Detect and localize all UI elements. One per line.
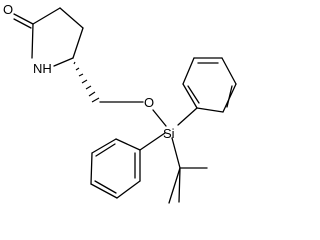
- left-phenyl-ring: [90, 132, 166, 199]
- carbonyl-oxygen-label: O: [3, 2, 13, 17]
- silicon-label: Si: [163, 126, 175, 141]
- molecule-structure: O NH O Si: [3, 2, 237, 204]
- tert-butyl-group: [168, 137, 208, 204]
- ring-bond-c2-c3: [59, 7, 84, 29]
- hashed-stereo-bond: [73, 61, 100, 103]
- ring-bond-c1-c2: [32, 7, 61, 25]
- amide-nh-label: NH: [33, 61, 52, 76]
- ring-bond-c3-c4: [72, 27, 84, 59]
- ether-oxygen-label: O: [144, 95, 154, 110]
- o-si-bond: [152, 109, 167, 127]
- ring-bond-n-c1: [31, 23, 34, 59]
- structure-canvas: O NH O Si: [3, 2, 237, 204]
- carbonyl-bond-a: [13, 13, 34, 25]
- upper-phenyl-ring: [177, 57, 237, 126]
- ring-bond-c4-n: [53, 57, 74, 67]
- carbonyl-bond-b: [13, 18, 32, 29]
